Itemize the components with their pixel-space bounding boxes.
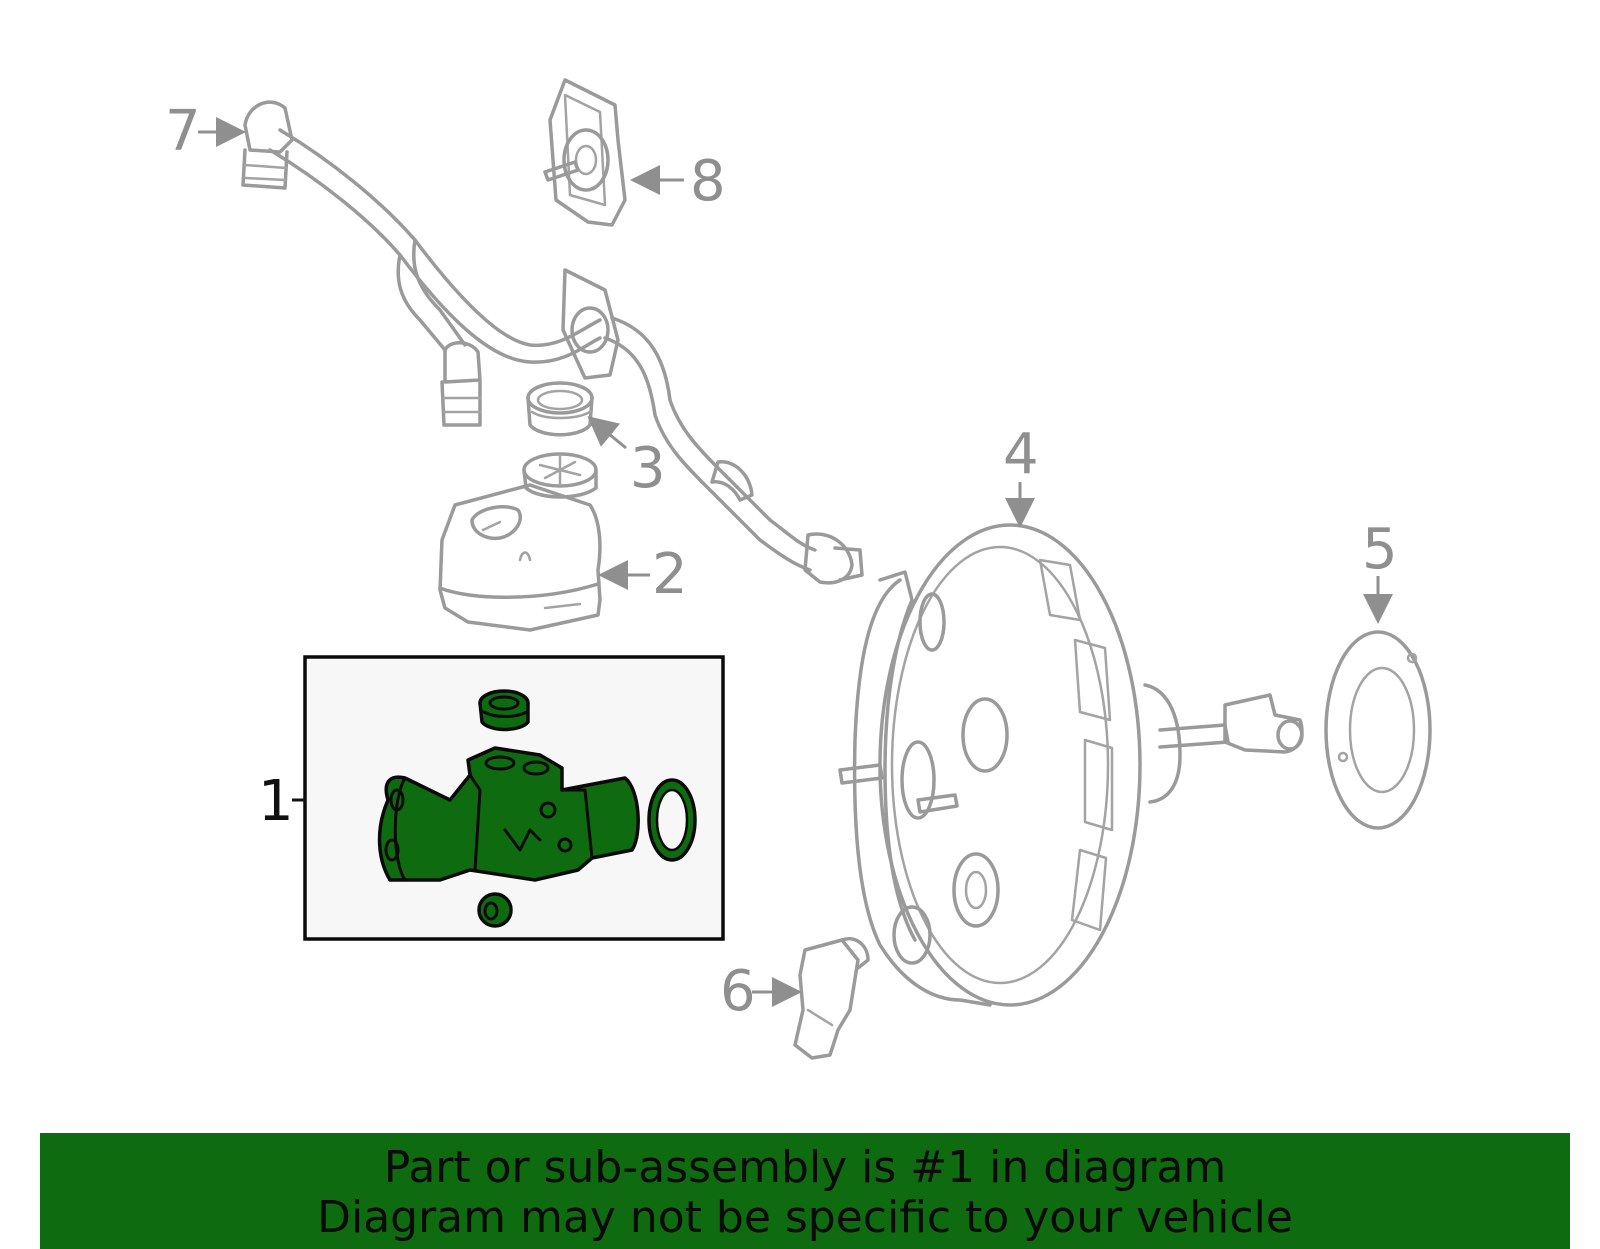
part-4-brake-booster[interactable] [838,523,1304,1007]
svg-text:8: 8 [690,149,726,214]
part-5-gasket[interactable] [1324,630,1432,830]
banner-line-2: Diagram may not be specific to your vehi… [317,1192,1293,1243]
svg-text:6: 6 [720,959,756,1024]
part-1-master-cylinder-box[interactable] [303,655,725,941]
part-6-vacuum-sensor[interactable] [793,937,870,1060]
part-2-reservoir[interactable] [438,452,602,632]
svg-text:7: 7 [165,99,201,164]
part-3-reservoir-cap-seal[interactable] [526,381,594,437]
part-8-grommet[interactable] [543,78,627,227]
callout-2: 2 [598,542,688,607]
svg-text:1: 1 [258,769,294,834]
info-banner: Part or sub-assembly is #1 in diagram Di… [40,1133,1570,1249]
svg-text:2: 2 [652,542,688,607]
banner-line-1: Part or sub-assembly is #1 in diagram [383,1142,1227,1193]
callout-5: 5 [1362,517,1398,624]
callout-3: 3 [587,416,666,501]
svg-text:5: 5 [1362,517,1398,582]
callout-1: 1 [258,769,305,834]
callout-4: 4 [1003,422,1039,528]
part-7-vacuum-hose[interactable] [241,100,864,585]
callout-8: 8 [630,149,726,214]
svg-text:3: 3 [630,436,666,501]
callout-7: 7 [165,99,246,164]
svg-text:4: 4 [1003,422,1039,487]
callout-6: 6 [720,959,802,1024]
